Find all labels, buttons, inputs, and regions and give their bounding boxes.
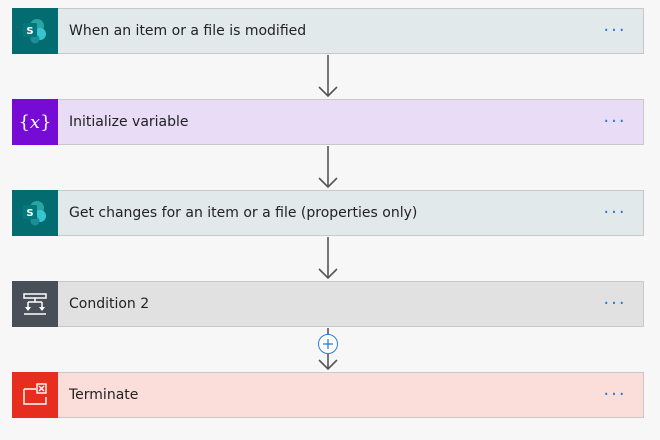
- step-condition-2[interactable]: Condition 2 ···: [12, 280, 644, 327]
- more-options-icon[interactable]: ···: [603, 384, 627, 405]
- svg-text:S: S: [26, 208, 33, 219]
- more-options-icon[interactable]: ···: [603, 111, 627, 132]
- sharepoint-icon: S: [12, 189, 58, 236]
- step-terminate[interactable]: Terminate ···: [12, 371, 644, 418]
- connector-arrow: [318, 146, 338, 189]
- step-initialize-variable[interactable]: {x} Initialize variable ···: [12, 98, 644, 145]
- connector-arrow: [318, 55, 338, 98]
- step-trigger-item-modified[interactable]: S When an item or a file is modified ···: [12, 7, 644, 54]
- svg-text:{x}: {x}: [18, 112, 51, 133]
- more-options-icon[interactable]: ···: [603, 202, 627, 223]
- more-options-icon[interactable]: ···: [603, 293, 627, 314]
- step-title: When an item or a file is modified: [69, 23, 307, 39]
- condition-icon: [12, 280, 58, 327]
- more-options-icon[interactable]: ···: [603, 20, 627, 41]
- svg-text:S: S: [26, 26, 33, 37]
- terminate-icon: [12, 371, 58, 418]
- connector-arrow: [318, 237, 338, 280]
- step-title: Condition 2: [69, 296, 150, 312]
- step-get-changes[interactable]: S Get changes for an item or a file (pro…: [12, 189, 644, 236]
- plus-icon: [323, 339, 333, 349]
- step-title: Terminate: [69, 387, 139, 403]
- step-title: Initialize variable: [69, 114, 189, 130]
- add-step-button[interactable]: [318, 334, 338, 354]
- sharepoint-icon: S: [12, 7, 58, 54]
- step-title: Get changes for an item or a file (prope…: [69, 205, 418, 221]
- variable-icon: {x}: [12, 98, 58, 145]
